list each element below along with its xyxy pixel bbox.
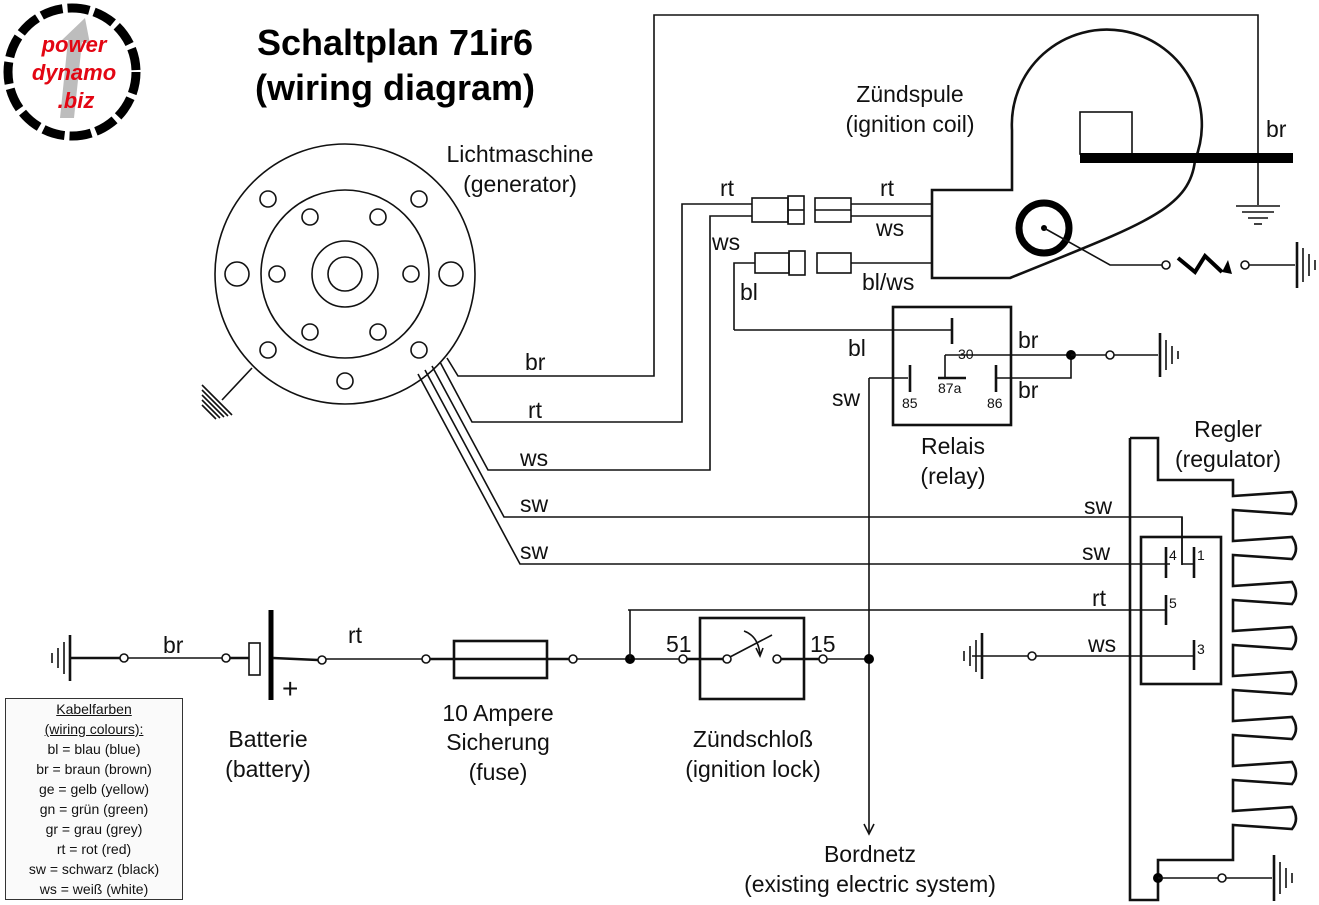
regulator-pin-1: 1 [1197,547,1205,563]
wire-label-sw: sw [1084,493,1113,519]
regulator [628,436,1298,902]
ignition-coil-label: Zündspule [856,81,963,107]
relay [734,305,1179,427]
battery-plus: + [282,673,298,704]
connector-rt-ws [751,195,852,225]
regulator-translation: (regulator) [1175,446,1281,472]
ignition-coil-translation: (ignition coil) [845,111,974,137]
ignition-lock [687,616,819,701]
wire-label-ws: ws [519,445,548,471]
wire-label-rt: rt [880,175,895,201]
wire-label-br: br [1266,116,1287,142]
fuse-translation: (fuse) [469,759,528,785]
fuse-label-line2: Sicherung [446,729,550,755]
relay-pin-30: 30 [958,346,974,362]
wire-label-br: br [163,632,184,658]
legend-entry: ws = weiß (white) [39,881,149,897]
ground-icon [963,633,984,679]
ground-icon [1236,205,1280,225]
wire-label-rt: rt [528,397,543,423]
ignition-coil [930,28,1316,288]
ignition-lock-pin-15: 15 [810,631,836,657]
legend-entry: sw = schwarz (black) [28,861,160,877]
wire-label-rt: rt [720,175,735,201]
spark-plug-icon [1176,252,1224,275]
fuse-label-line1: 10 Ampere [442,700,553,726]
relay-translation: (relay) [920,463,985,489]
logo: power dynamo .biz [3,3,141,141]
ground-icon [1158,333,1179,377]
generator-outer-ring [214,143,476,405]
wiring-colour-legend: Kabelfarben (wiring colours): bl = blau … [5,698,183,900]
regulator-label: Regler [1194,416,1262,442]
regulator-pin-4: 4 [1169,547,1177,563]
legend-entry: rt = rot (red) [56,841,132,857]
ground-icon [201,384,233,420]
ground-icon [51,635,72,681]
wire-label-ws: ws [711,229,740,255]
legend-entry: bl = blau (blue) [47,741,141,757]
wire-label-sw: sw [520,491,549,517]
wire-label-br: br [1018,377,1039,403]
relay-pin-87a: 87a [938,380,962,396]
wire-label-bl-ws: bl/ws [862,269,914,295]
wire-label-sw: sw [520,538,549,564]
battery-ground [51,635,249,681]
legend-entry: br = braun (brown) [36,761,152,777]
wire-label-br: br [1018,327,1039,353]
wire-label-bl: bl [848,335,866,361]
wire-label-sw: sw [1082,539,1111,565]
connector-bl [754,250,852,276]
ground-icon [1272,855,1293,901]
regulator-pin-3: 3 [1197,641,1205,657]
wire-label-br: br [525,349,546,375]
fuse [430,639,570,680]
legend-entry: gr = grau (grey) [45,821,143,837]
wire-label-sw: sw [832,385,861,411]
title-line2: (wiring diagram) [255,67,535,108]
wire-label-bl: bl [740,279,758,305]
arrow-icon [60,18,90,118]
battery-label: Batterie [228,726,307,752]
bordnetz-translation: (existing electric system) [744,871,996,897]
logo-line1: power [41,32,108,57]
bordnetz-label: Bordnetz [824,841,916,867]
battery-translation: (battery) [225,756,311,782]
legend-subtitle: (wiring colours): [44,721,144,737]
wire-label-ws: ws [1087,631,1116,657]
generator [201,143,476,420]
ignition-lock-translation: (ignition lock) [685,756,821,782]
generator-translation: (generator) [463,171,577,197]
battery [248,610,319,700]
wire-label-ws: ws [875,215,904,241]
logo-line2: dynamo [32,60,116,85]
relay-pin-86: 86 [987,395,1003,411]
wire-label-rt: rt [348,622,363,648]
arrow-down-icon [863,823,875,836]
legend-title: Kabelfarben [56,701,132,717]
title-line1: Schaltplan 71ir6 [257,22,533,63]
ground-icon [1295,242,1316,288]
generator-label: Lichtmaschine [446,141,593,167]
legend-entry: ge = gelb (yellow) [38,781,150,797]
relay-label: Relais [921,433,985,459]
regulator-cooling-fins [1231,490,1298,850]
relay-pin-85: 85 [902,395,918,411]
ignition-lock-label: Zündschloß [693,726,813,752]
logo-line3: .biz [58,88,95,113]
legend-entry: gn = grün (green) [39,801,149,817]
ignition-lock-pin-51: 51 [666,631,692,657]
regulator-pin-5: 5 [1169,595,1177,611]
wire-label-rt: rt [1092,585,1107,611]
